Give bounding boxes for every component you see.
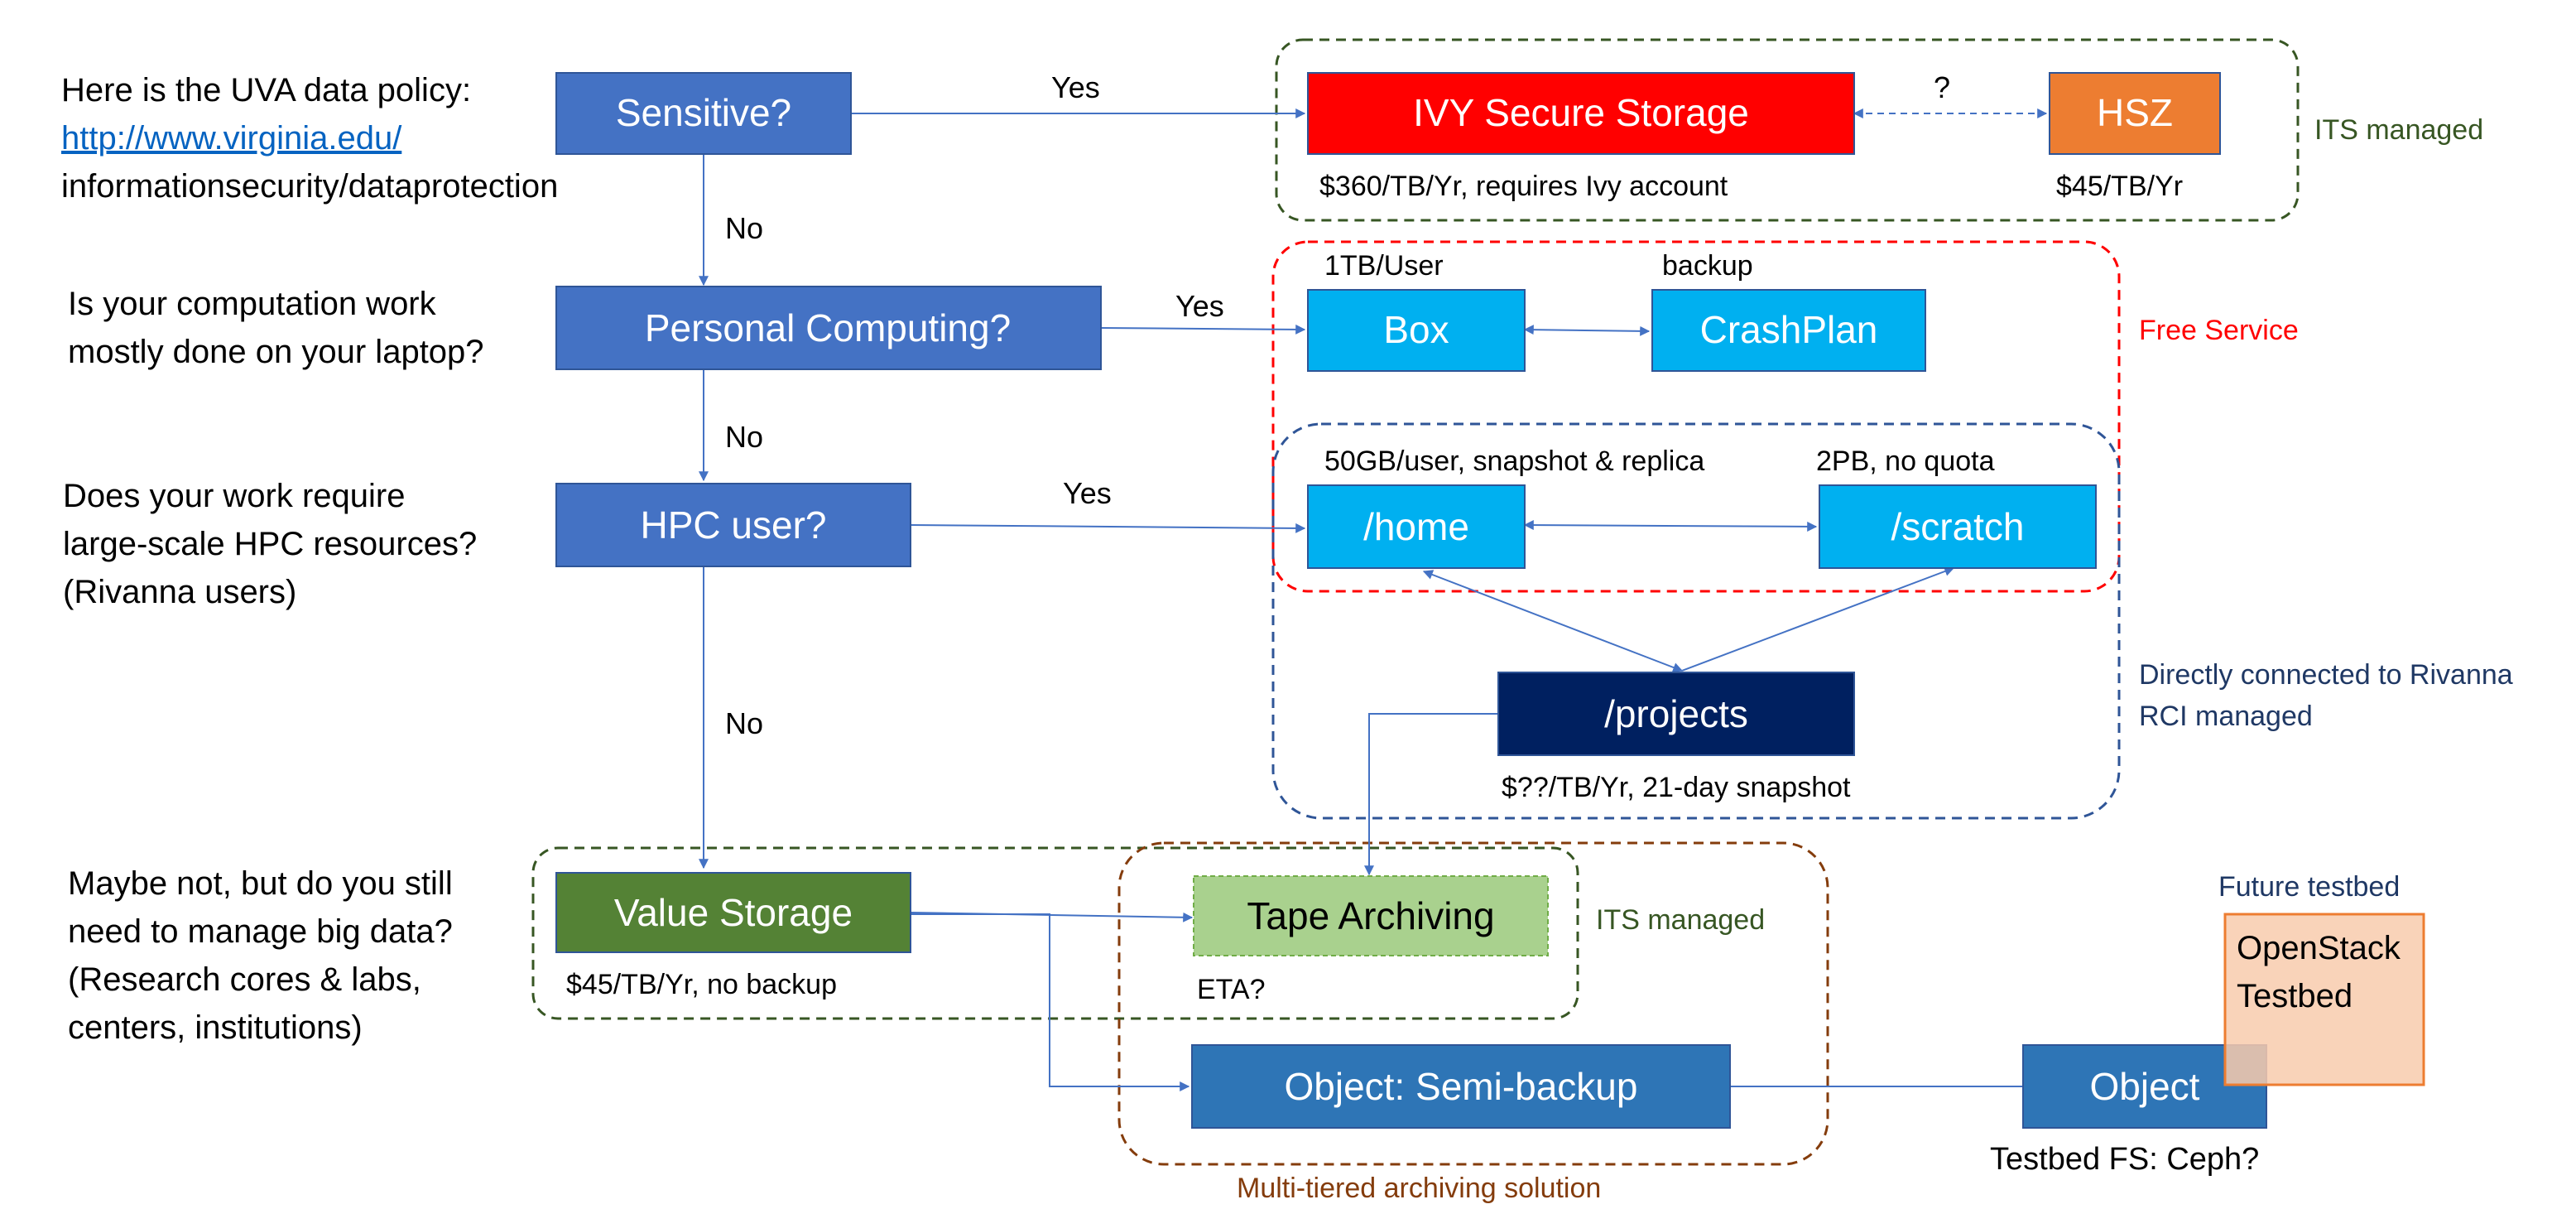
rivanna-label-2: RCI managed [2139, 701, 2313, 732]
projects-box: /projects [1497, 672, 1855, 756]
home-box: /home [1307, 484, 1526, 569]
decision-sensitive-label: Sensitive? [616, 91, 791, 134]
arrow-personal-yes [1100, 324, 1306, 335]
openstack-line-1: OpenStack [2237, 930, 2401, 966]
ivy-secure-storage-box: IVY Secure Storage [1307, 72, 1855, 155]
box-label: Box [1383, 308, 1449, 351]
edge-no-sensitive: No [725, 211, 763, 245]
question-bigdata-line-4: centers, institutions) [68, 1009, 363, 1046]
question-laptop-line-1: Is your computation work [68, 286, 437, 322]
policy-line-1: Here is the UVA data policy: [61, 72, 471, 108]
testbed-fs-note: Testbed FS: Ceph? [1990, 1142, 2259, 1177]
home-note: 50GB/user, snapshot & replica [1324, 446, 1704, 477]
object-label: Object [2090, 1065, 2200, 1108]
decision-sensitive: Sensitive? [555, 72, 852, 155]
hsz-box: HSZ [2049, 72, 2221, 155]
arrow-home-scratch [1523, 520, 1818, 532]
decision-hpc-user: HPC user? [555, 483, 911, 567]
box-service-box: Box [1307, 289, 1526, 372]
edge-labels: Yes No Yes No Yes No ? [725, 70, 1950, 740]
decision-hpc-label: HPC user? [641, 503, 827, 547]
projects-note: $??/TB/Yr, 21-day snapshot [1502, 772, 1851, 803]
question-bigdata-line-3: (Research cores & labs, [68, 961, 421, 998]
its-managed-label-1: ITS managed [2314, 114, 2483, 146]
edge-no-hpc: No [725, 706, 763, 740]
question-bigdata-line-1: Maybe not, but do you still [68, 865, 453, 902]
hsz-cost-note: $45/TB/Yr [2056, 171, 2183, 202]
ivy-cost-note: $360/TB/Yr, requires Ivy account [1319, 171, 1728, 202]
arrow-projects-tape [1364, 713, 1498, 876]
free-service-group [1271, 240, 2121, 593]
object-semi-label: Object: Semi-backup [1285, 1065, 1638, 1108]
value-storage-label: Value Storage [614, 891, 853, 934]
decision-personal-computing: Personal Computing? [555, 286, 1102, 370]
question-hpc-line-1: Does your work require [63, 478, 406, 514]
question-laptop-line-2: mostly done on your laptop? [68, 334, 484, 370]
ivy-label: IVY Secure Storage [1413, 91, 1749, 134]
arrow-hpc-yes [910, 523, 1306, 533]
box-quota-note: 1TB/User [1324, 250, 1444, 282]
crashplan-backup-note: backup [1662, 250, 1753, 282]
value-storage-box: Value Storage [555, 872, 911, 953]
decision-personal-label: Personal Computing? [645, 306, 1011, 349]
projects-label: /projects [1604, 692, 1748, 735]
question-laptop: Is your computation work mostly done on … [68, 286, 484, 370]
free-service-label: Free Service [2139, 315, 2299, 346]
future-testbed-note: Future testbed [2218, 871, 2400, 903]
home-label: /home [1363, 505, 1469, 548]
value-cost-note: $45/TB/Yr, no backup [566, 969, 837, 1000]
scratch-note: 2PB, no quota [1816, 446, 1995, 477]
multi-tier-label: Multi-tiered archiving solution [1237, 1173, 1601, 1204]
arrow-scratch-projects [1681, 566, 1955, 672]
question-big-data: Maybe not, but do you still need to mana… [68, 865, 453, 1046]
its-managed-value-group [531, 846, 1579, 1020]
openstack-testbed-box: OpenStack Testbed [2223, 913, 2425, 1086]
tape-archiving-box: Tape Archiving [1193, 875, 1549, 956]
edge-yes-sensitive: Yes [1051, 70, 1100, 104]
tape-eta-note: ETA? [1197, 974, 1266, 1005]
question-hpc-line-2: large-scale HPC resources? [63, 526, 477, 562]
object-semi-backup-box: Object: Semi-backup [1191, 1044, 1731, 1129]
crashplan-box: CrashPlan [1651, 289, 1926, 372]
policy-text: Here is the UVA data policy: http://www.… [61, 72, 558, 205]
rivanna-label-1: Directly connected to Rivanna [2139, 659, 2513, 691]
openstack-line-2: Testbed [2237, 978, 2353, 1014]
question-bigdata-line-2: need to manage big data? [68, 913, 453, 950]
policy-line-3: informationsecurity/dataprotection [61, 168, 558, 205]
rivanna-group [1271, 422, 2121, 820]
question-hpc: Does your work require large-scale HPC r… [63, 478, 477, 610]
scratch-box: /scratch [1819, 484, 2097, 569]
hsz-label: HSZ [2097, 91, 2173, 134]
connectors [699, 108, 2048, 1091]
its-managed-label-2: ITS managed [1596, 904, 1765, 936]
edge-no-personal: No [725, 420, 763, 454]
annotations: $360/TB/Yr, requires Ivy account $45/TB/… [566, 171, 2400, 1177]
edge-yes-hpc: Yes [1063, 476, 1112, 510]
arrow-home-projects [1422, 570, 1684, 672]
scratch-label: /scratch [1891, 505, 2024, 548]
its-managed-secure-group [1275, 38, 2300, 222]
question-hpc-line-3: (Rivanna users) [63, 574, 296, 610]
group-labels: ITS managed Free Service Directly connec… [1237, 114, 2513, 1204]
arrow-box-crashplan [1523, 325, 1651, 336]
crashplan-label: CrashPlan [1700, 308, 1878, 351]
edge-question-ivy-hsz: ? [1934, 70, 1950, 104]
arrow-value-object [911, 913, 1190, 1091]
tape-label: Tape Archiving [1247, 894, 1494, 937]
policy-link[interactable]: http://www.virginia.edu/ [61, 120, 402, 157]
multi-tier-archive-group [1117, 841, 1829, 1166]
edge-yes-personal: Yes [1175, 289, 1224, 323]
